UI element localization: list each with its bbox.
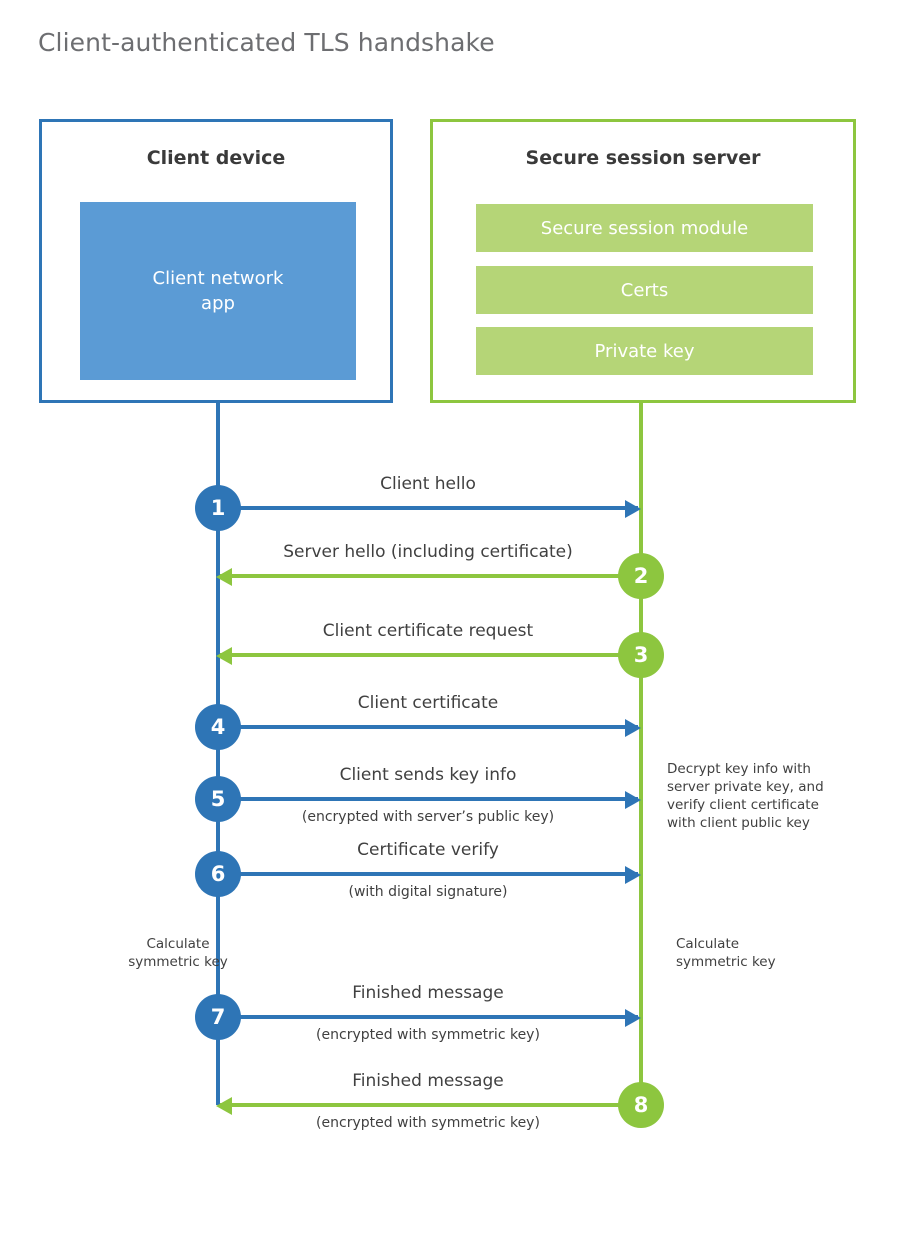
secure-session-server-title: Secure session server [525,147,761,169]
step-number-badge: 4 [195,704,241,750]
step-arrow-head-icon [216,568,232,586]
step-arrow-head-icon [625,791,641,809]
step-arrow-line [220,1103,640,1107]
server-calculate-symmetric-key-annotation: Calculate symmetric key [676,936,776,970]
step-label: Client hello [380,474,476,494]
step-arrow-head-icon [216,647,232,665]
page-title: Client-authenticated TLS handshake [38,28,495,57]
step-arrow-head-icon [625,1009,641,1027]
server-decrypt-annotation: Decrypt key info with server private key… [667,761,824,831]
client-device-title: Client device [146,147,286,169]
step-sublabel: (encrypted with server’s public key) [301,809,555,825]
server-component-secure-session-module: Secure session module [476,204,813,252]
step-label: Finished message [352,983,504,1003]
server-component-private-key: Private key [476,327,813,375]
client-device-box: Client device Client network app [39,119,393,403]
step-number-badge: 7 [195,994,241,1040]
step-arrow-head-icon [625,719,641,737]
step-arrow-line [218,797,638,801]
client-calculate-symmetric-key-annotation: Calculate symmetric key [128,936,228,970]
client-network-app-block: Client network app [80,202,356,380]
step-label: Client certificate [357,693,499,713]
step-arrow-head-icon [625,866,641,884]
step-number-badge: 8 [618,1082,664,1128]
server-lifeline [639,403,643,1105]
step-number-badge: 6 [195,851,241,897]
step-arrow-line [218,872,638,876]
step-arrow-line [218,1015,638,1019]
step-label: Server hello (including certificate) [283,542,573,562]
step-sublabel: (encrypted with symmetric key) [316,1027,540,1043]
step-label: Client certificate request [322,621,534,641]
step-number-badge: 5 [195,776,241,822]
step-arrow-line [218,506,638,510]
step-number-badge: 2 [618,553,664,599]
step-arrow-line [218,725,638,729]
step-number-badge: 1 [195,485,241,531]
step-label: Client sends key info [339,765,517,785]
step-arrow-line [220,574,640,578]
step-sublabel: (with digital signature) [348,884,508,900]
step-label: Certificate verify [357,840,499,860]
server-component-certs: Certs [476,266,813,314]
step-arrow-head-icon [625,500,641,518]
secure-session-server-box: Secure session server Secure session mod… [430,119,856,403]
client-lifeline [216,403,220,1105]
step-sublabel: (encrypted with symmetric key) [316,1115,540,1131]
step-number-badge: 3 [618,632,664,678]
step-arrow-line [220,653,640,657]
step-arrow-head-icon [216,1097,232,1115]
step-label: Finished message [352,1071,504,1091]
